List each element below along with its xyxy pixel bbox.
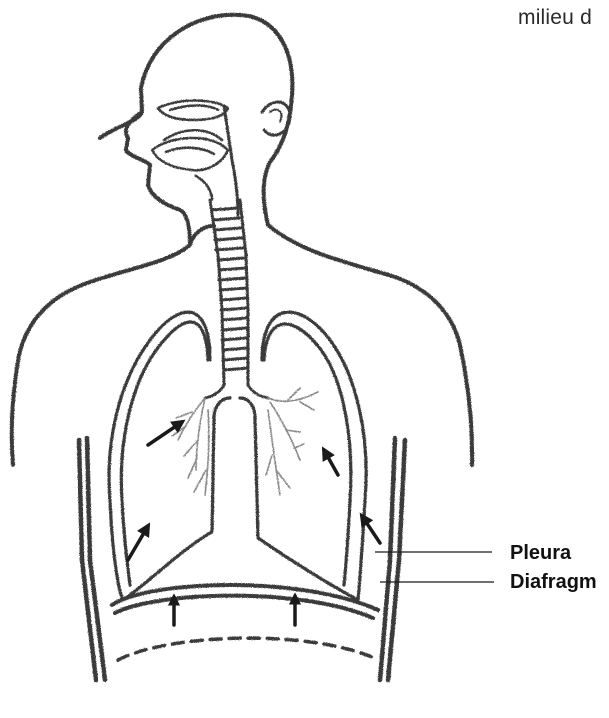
trachea <box>210 200 248 385</box>
ear <box>262 102 290 135</box>
arrow-left-lung-upper <box>148 422 182 445</box>
pleura-label: Pleura <box>510 542 571 565</box>
ear-inner <box>270 110 281 122</box>
arrow-left-lower <box>128 526 148 560</box>
nasal-cavity <box>152 101 228 201</box>
left-lung <box>109 312 230 600</box>
arrow-right-lung-upper <box>324 450 338 475</box>
leader-lines <box>375 552 494 582</box>
bronchial-tree <box>172 388 318 495</box>
bronchi <box>205 385 268 398</box>
diafragma-label: Diafragm <box>510 571 597 594</box>
right-lung <box>240 312 366 600</box>
diaphragm-relaxed-dashed <box>118 638 372 660</box>
throat-wall <box>224 106 238 215</box>
